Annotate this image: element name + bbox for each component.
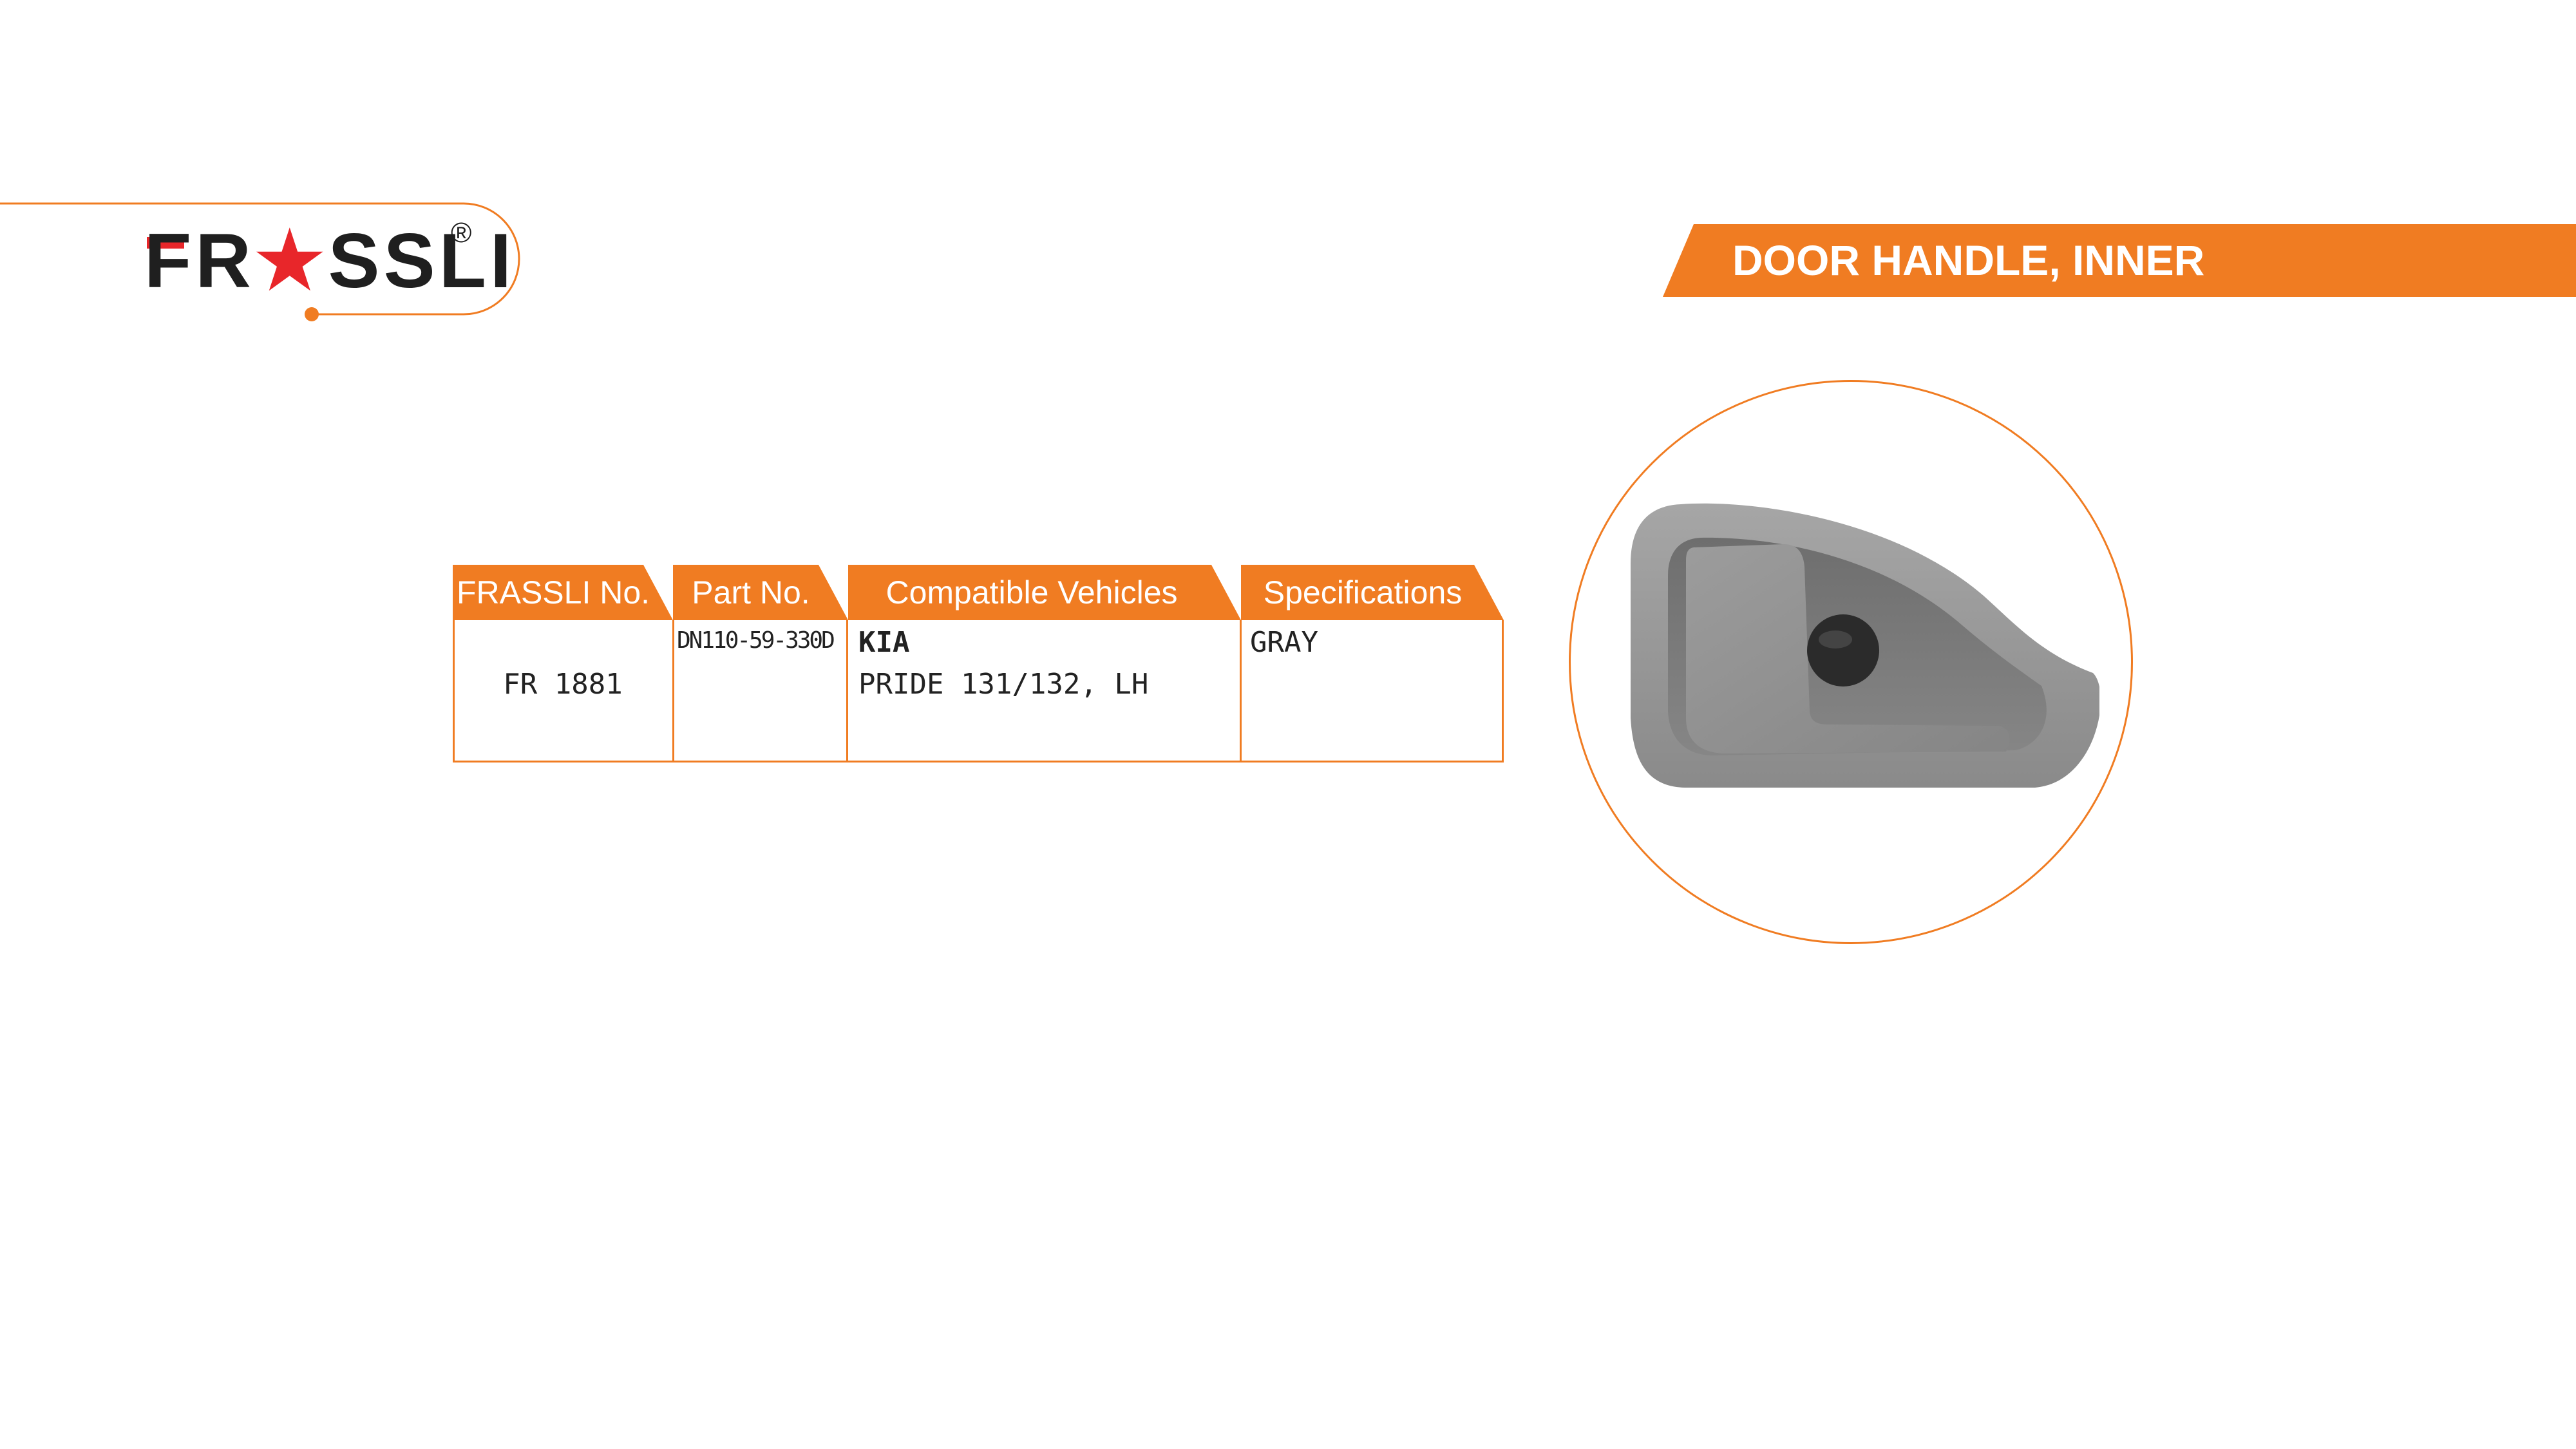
column-divider bbox=[1240, 620, 1242, 762]
logo-red-bar bbox=[147, 237, 184, 249]
header-compatible-vehicles: Compatible Vehicles bbox=[848, 565, 1241, 620]
column-divider bbox=[672, 620, 674, 762]
logo-frame bbox=[0, 202, 520, 321]
table-row bbox=[453, 620, 1504, 762]
logo-star-icon: ★ bbox=[254, 218, 328, 304]
product-circle bbox=[1569, 380, 2133, 944]
door-handle-image bbox=[1631, 503, 2099, 788]
spec-table: FRASSLI No. Part No. Compatible Vehicles… bbox=[453, 565, 1504, 762]
cell-vehicle-model: PRIDE 131/132, LH bbox=[858, 668, 1149, 701]
page-title: DOOR HANDLE, INNER bbox=[1732, 236, 2205, 284]
cell-part-no: DN110-59-330D bbox=[677, 627, 835, 654]
registered-mark: ® bbox=[451, 217, 472, 249]
logo-outline-icon bbox=[0, 202, 520, 321]
cell-vehicle-make: KIA bbox=[858, 626, 910, 659]
header-specifications: Specifications bbox=[1241, 565, 1504, 620]
header-part-no: Part No. bbox=[673, 565, 848, 620]
cell-frassli-no: FR 1881 bbox=[503, 668, 623, 701]
cell-specification: GRAY bbox=[1250, 626, 1318, 659]
column-divider bbox=[846, 620, 848, 762]
title-banner: DOOR HANDLE, INNER bbox=[1663, 224, 2576, 297]
header-frassli-no: FRASSLI No. bbox=[453, 565, 673, 620]
brand-logo: FR★SSLI bbox=[144, 218, 516, 304]
